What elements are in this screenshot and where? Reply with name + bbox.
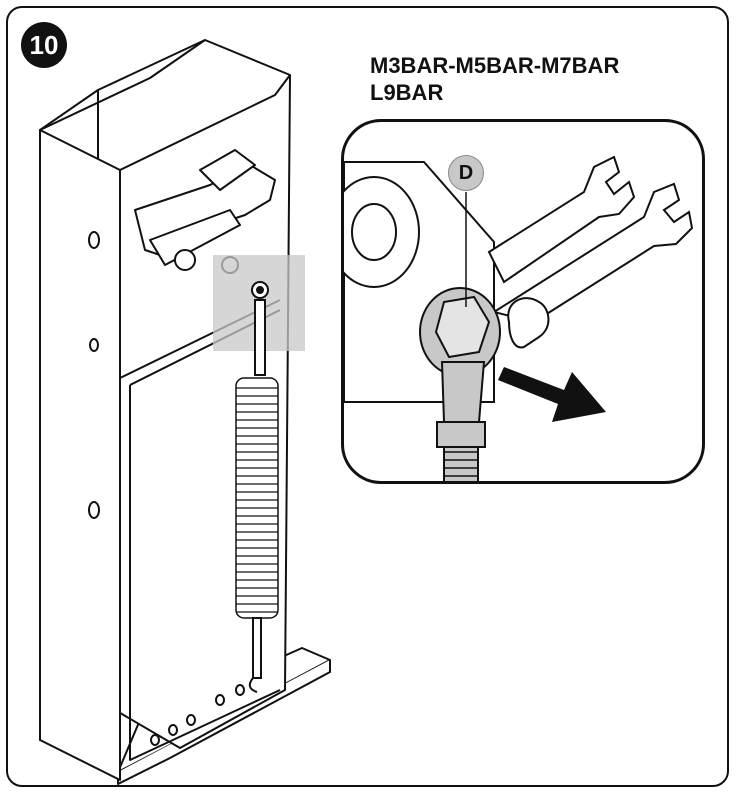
step-number-badge: 10 — [21, 22, 67, 68]
model-title-line-2: L9BAR — [370, 80, 444, 105]
detail-zoom-panel: D — [341, 119, 705, 484]
model-title-line-1: M3BAR-M5BAR-M7BAR — [370, 53, 620, 78]
wrench-icon — [487, 155, 694, 349]
model-title: M3BAR-M5BAR-M7BAR L9BAR — [370, 52, 710, 106]
bolt-removal-detail — [344, 155, 694, 481]
callout-d: D — [448, 155, 484, 191]
arrow-right-down-icon — [498, 367, 606, 422]
